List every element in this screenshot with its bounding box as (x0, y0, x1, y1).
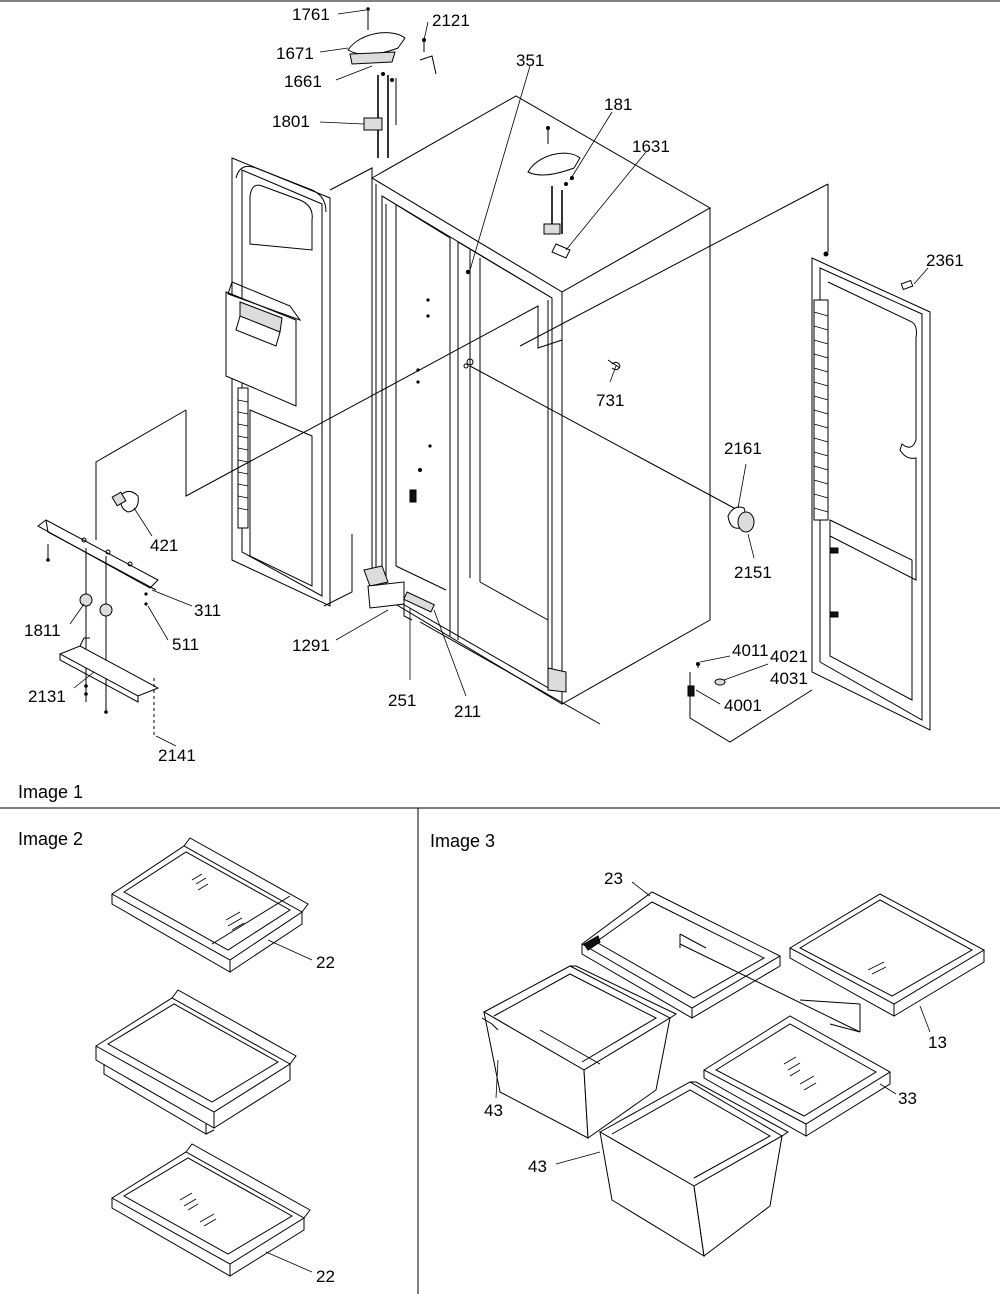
callout-22-top: 22 (316, 953, 335, 972)
image2-drawing (95, 837, 313, 1277)
callout-511: 511 (172, 635, 199, 654)
callout-2131: 2131 (28, 687, 66, 706)
callout-731: 731 (596, 391, 624, 410)
shelf-2 (95, 989, 297, 1135)
top-hinge-left (347, 7, 437, 158)
callout-4001: 4001 (724, 696, 762, 715)
callout-351: 351 (516, 51, 544, 70)
callout-13: 13 (928, 1033, 947, 1052)
callout-leaders (69, 9, 929, 747)
image3-drawing (481, 881, 986, 1257)
crisper-cover-33 (703, 1015, 891, 1137)
callout-311: 311 (194, 601, 221, 620)
crisper-drawer-43-top (481, 965, 678, 1139)
callout-43-top: 43 (484, 1101, 503, 1120)
callout-1801: 1801 (272, 112, 310, 131)
image1-drawing (37, 7, 931, 747)
image3-title: Image 3 (430, 831, 495, 851)
image1-title: Image 1 (18, 782, 83, 802)
callout-33: 33 (898, 1089, 917, 1108)
callout-4021: 4021 (770, 647, 808, 666)
callout-1291: 1291 (292, 636, 330, 655)
callout-4031: 4031 (770, 669, 808, 688)
glass-cover-13 (788, 893, 986, 1017)
callout-1811: 1811 (24, 621, 61, 640)
shelf-1 (111, 837, 309, 973)
callout-43-bottom: 43 (528, 1157, 547, 1176)
cabinet-hardware (403, 506, 755, 697)
callout-181: 181 (604, 95, 632, 114)
callout-421: 421 (150, 536, 178, 555)
callout-251: 251 (388, 691, 416, 710)
callout-1671: 1671 (276, 44, 314, 63)
callout-labels: 1761 2121 1671 1661 1801 351 181 1631 23… (24, 5, 964, 1286)
cabinet (363, 95, 712, 705)
assembly-lines (95, 167, 829, 743)
callout-1631: 1631 (632, 137, 670, 156)
callout-22-bottom: 22 (316, 1267, 335, 1286)
crisper-drawer-43-bottom (598, 1081, 789, 1257)
callout-211: 211 (454, 702, 481, 721)
callout-1761: 1761 (292, 5, 330, 24)
callout-2141: 2141 (158, 746, 196, 765)
shelf-3 (111, 1143, 311, 1277)
image2-title: Image 2 (18, 829, 83, 849)
callout-23: 23 (604, 869, 623, 888)
crisper-cover-frame-23 (581, 891, 782, 1019)
callout-2161: 2161 (724, 439, 762, 458)
callout-1661: 1661 (284, 72, 322, 91)
freezer-door-left (225, 157, 331, 607)
callout-2121: 2121 (432, 11, 470, 30)
callout-4011: 4011 (732, 641, 769, 660)
bottom-bracket-assembly (37, 490, 160, 736)
callout-2151: 2151 (734, 563, 772, 582)
callout-2361: 2361 (926, 251, 964, 270)
fresh-food-door-right (811, 251, 931, 731)
